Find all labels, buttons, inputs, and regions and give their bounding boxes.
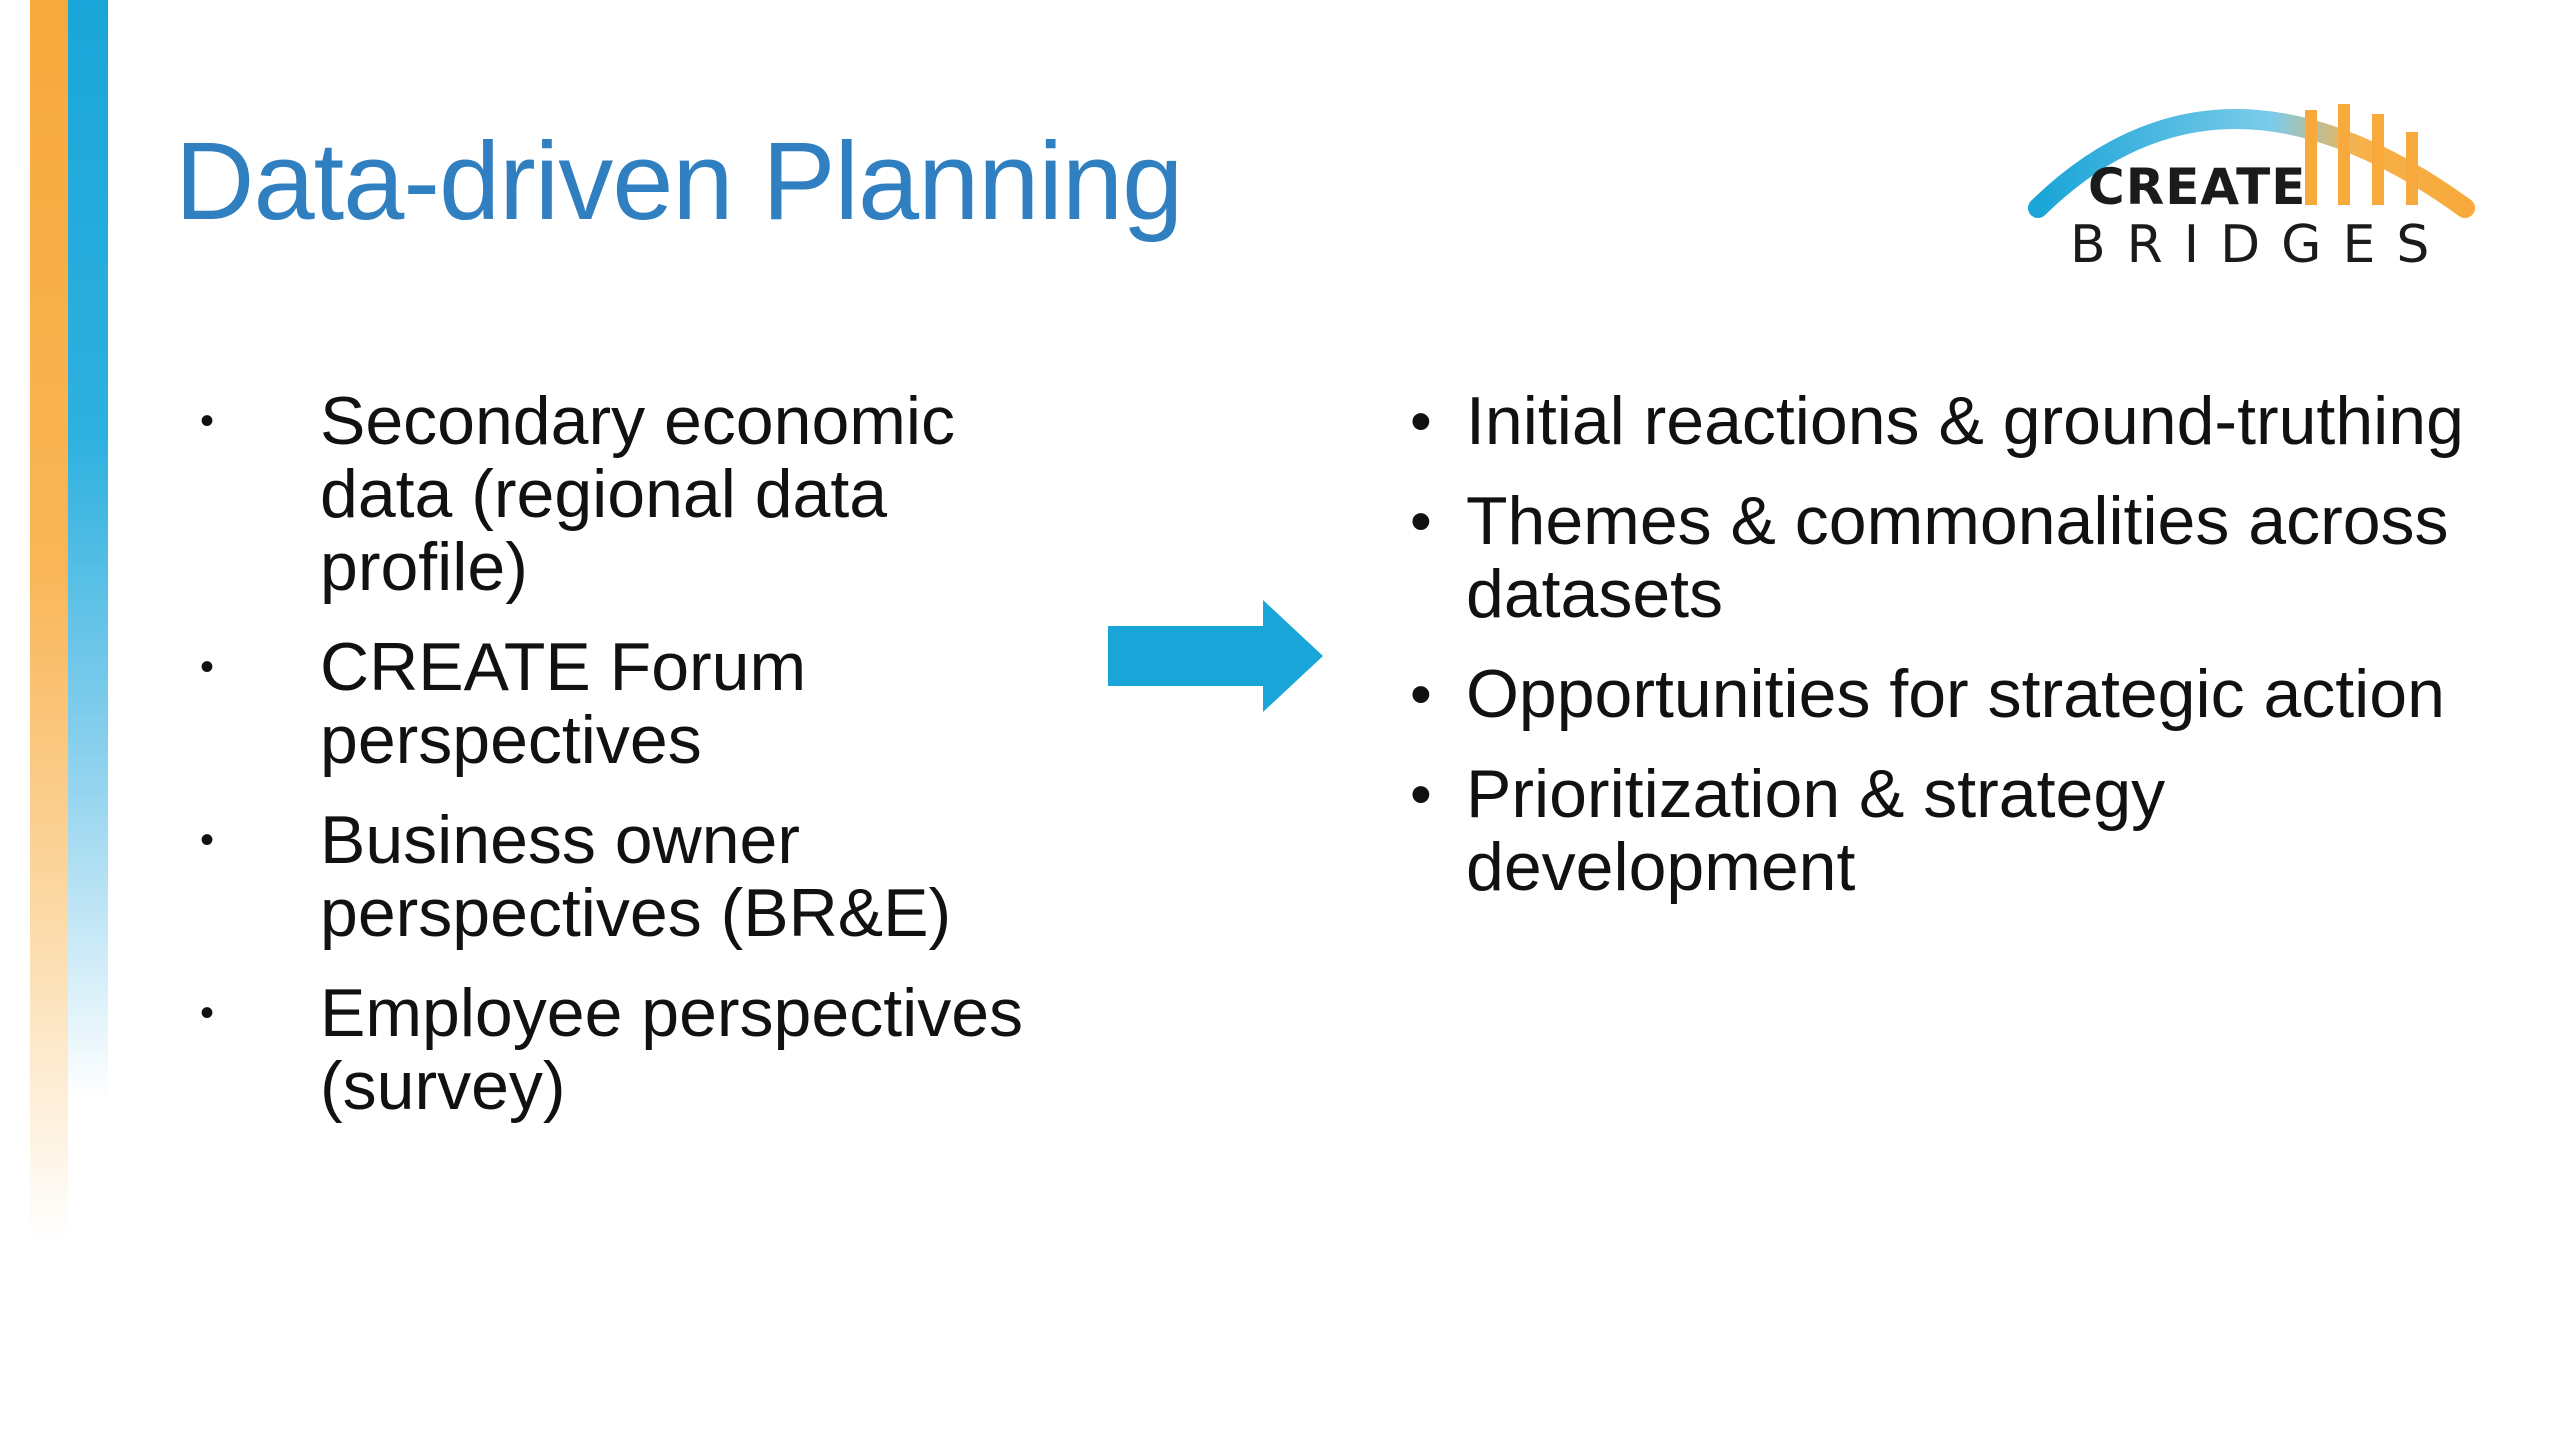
- list-item: • Prioritization & strategy development: [1410, 758, 2520, 904]
- accent-bar-blue: [68, 0, 108, 1100]
- list-item-text: Initial reactions & ground-truthing: [1466, 383, 2464, 459]
- list-item-text: Employee perspectives (survey): [320, 975, 1024, 1124]
- logo-text-bridges: BRIDGES: [2070, 215, 2451, 275]
- list-item: • Secondary economic data (regional data …: [190, 385, 1090, 604]
- logo-text-create: CREATE: [2088, 158, 2307, 216]
- bullet-icon: •: [200, 818, 215, 862]
- list-item-text: Secondary economic data (regional data p…: [320, 383, 956, 605]
- bullet-icon: •: [1410, 487, 1432, 556]
- bridge-arch-icon: [2028, 104, 2475, 218]
- list-item: • Themes & commonalities across datasets: [1410, 485, 2520, 631]
- bullet-icon: •: [200, 991, 215, 1035]
- accent-bar-orange: [30, 0, 68, 1240]
- list-item-text: Themes & commonalities across datasets: [1466, 483, 2449, 632]
- list-item: • Employee perspectives (survey): [190, 977, 1090, 1123]
- slide-title: Data-driven Planning: [175, 120, 1183, 243]
- arrow-right-icon: [1108, 600, 1323, 712]
- bullet-icon: •: [1410, 760, 1432, 829]
- list-item-text: Opportunities for strategic action: [1466, 656, 2445, 732]
- list-item-text: CREATE Forum perspectives: [320, 629, 807, 778]
- list-item-text: Prioritization & strategy development: [1466, 756, 2166, 905]
- list-item: • Initial reactions & ground-truthing: [1410, 385, 2520, 458]
- list-item: • Business owner perspectives (BR&E): [190, 804, 1090, 950]
- list-item: • CREATE Forum perspectives: [190, 631, 1090, 777]
- bullet-icon: •: [1410, 387, 1432, 456]
- right-bullet-list: • Initial reactions & ground-truthing • Th…: [1410, 385, 2520, 931]
- create-bridges-logo: CREATE BRIDGES: [2020, 70, 2480, 290]
- left-bullet-list: • Secondary economic data (regional data …: [190, 385, 1090, 1150]
- list-item: • Opportunities for strategic action: [1410, 658, 2520, 731]
- bullet-icon: •: [200, 645, 215, 689]
- bullet-icon: •: [200, 399, 215, 443]
- bullet-icon: •: [1410, 660, 1432, 729]
- list-item-text: Business owner perspectives (BR&E): [320, 802, 952, 951]
